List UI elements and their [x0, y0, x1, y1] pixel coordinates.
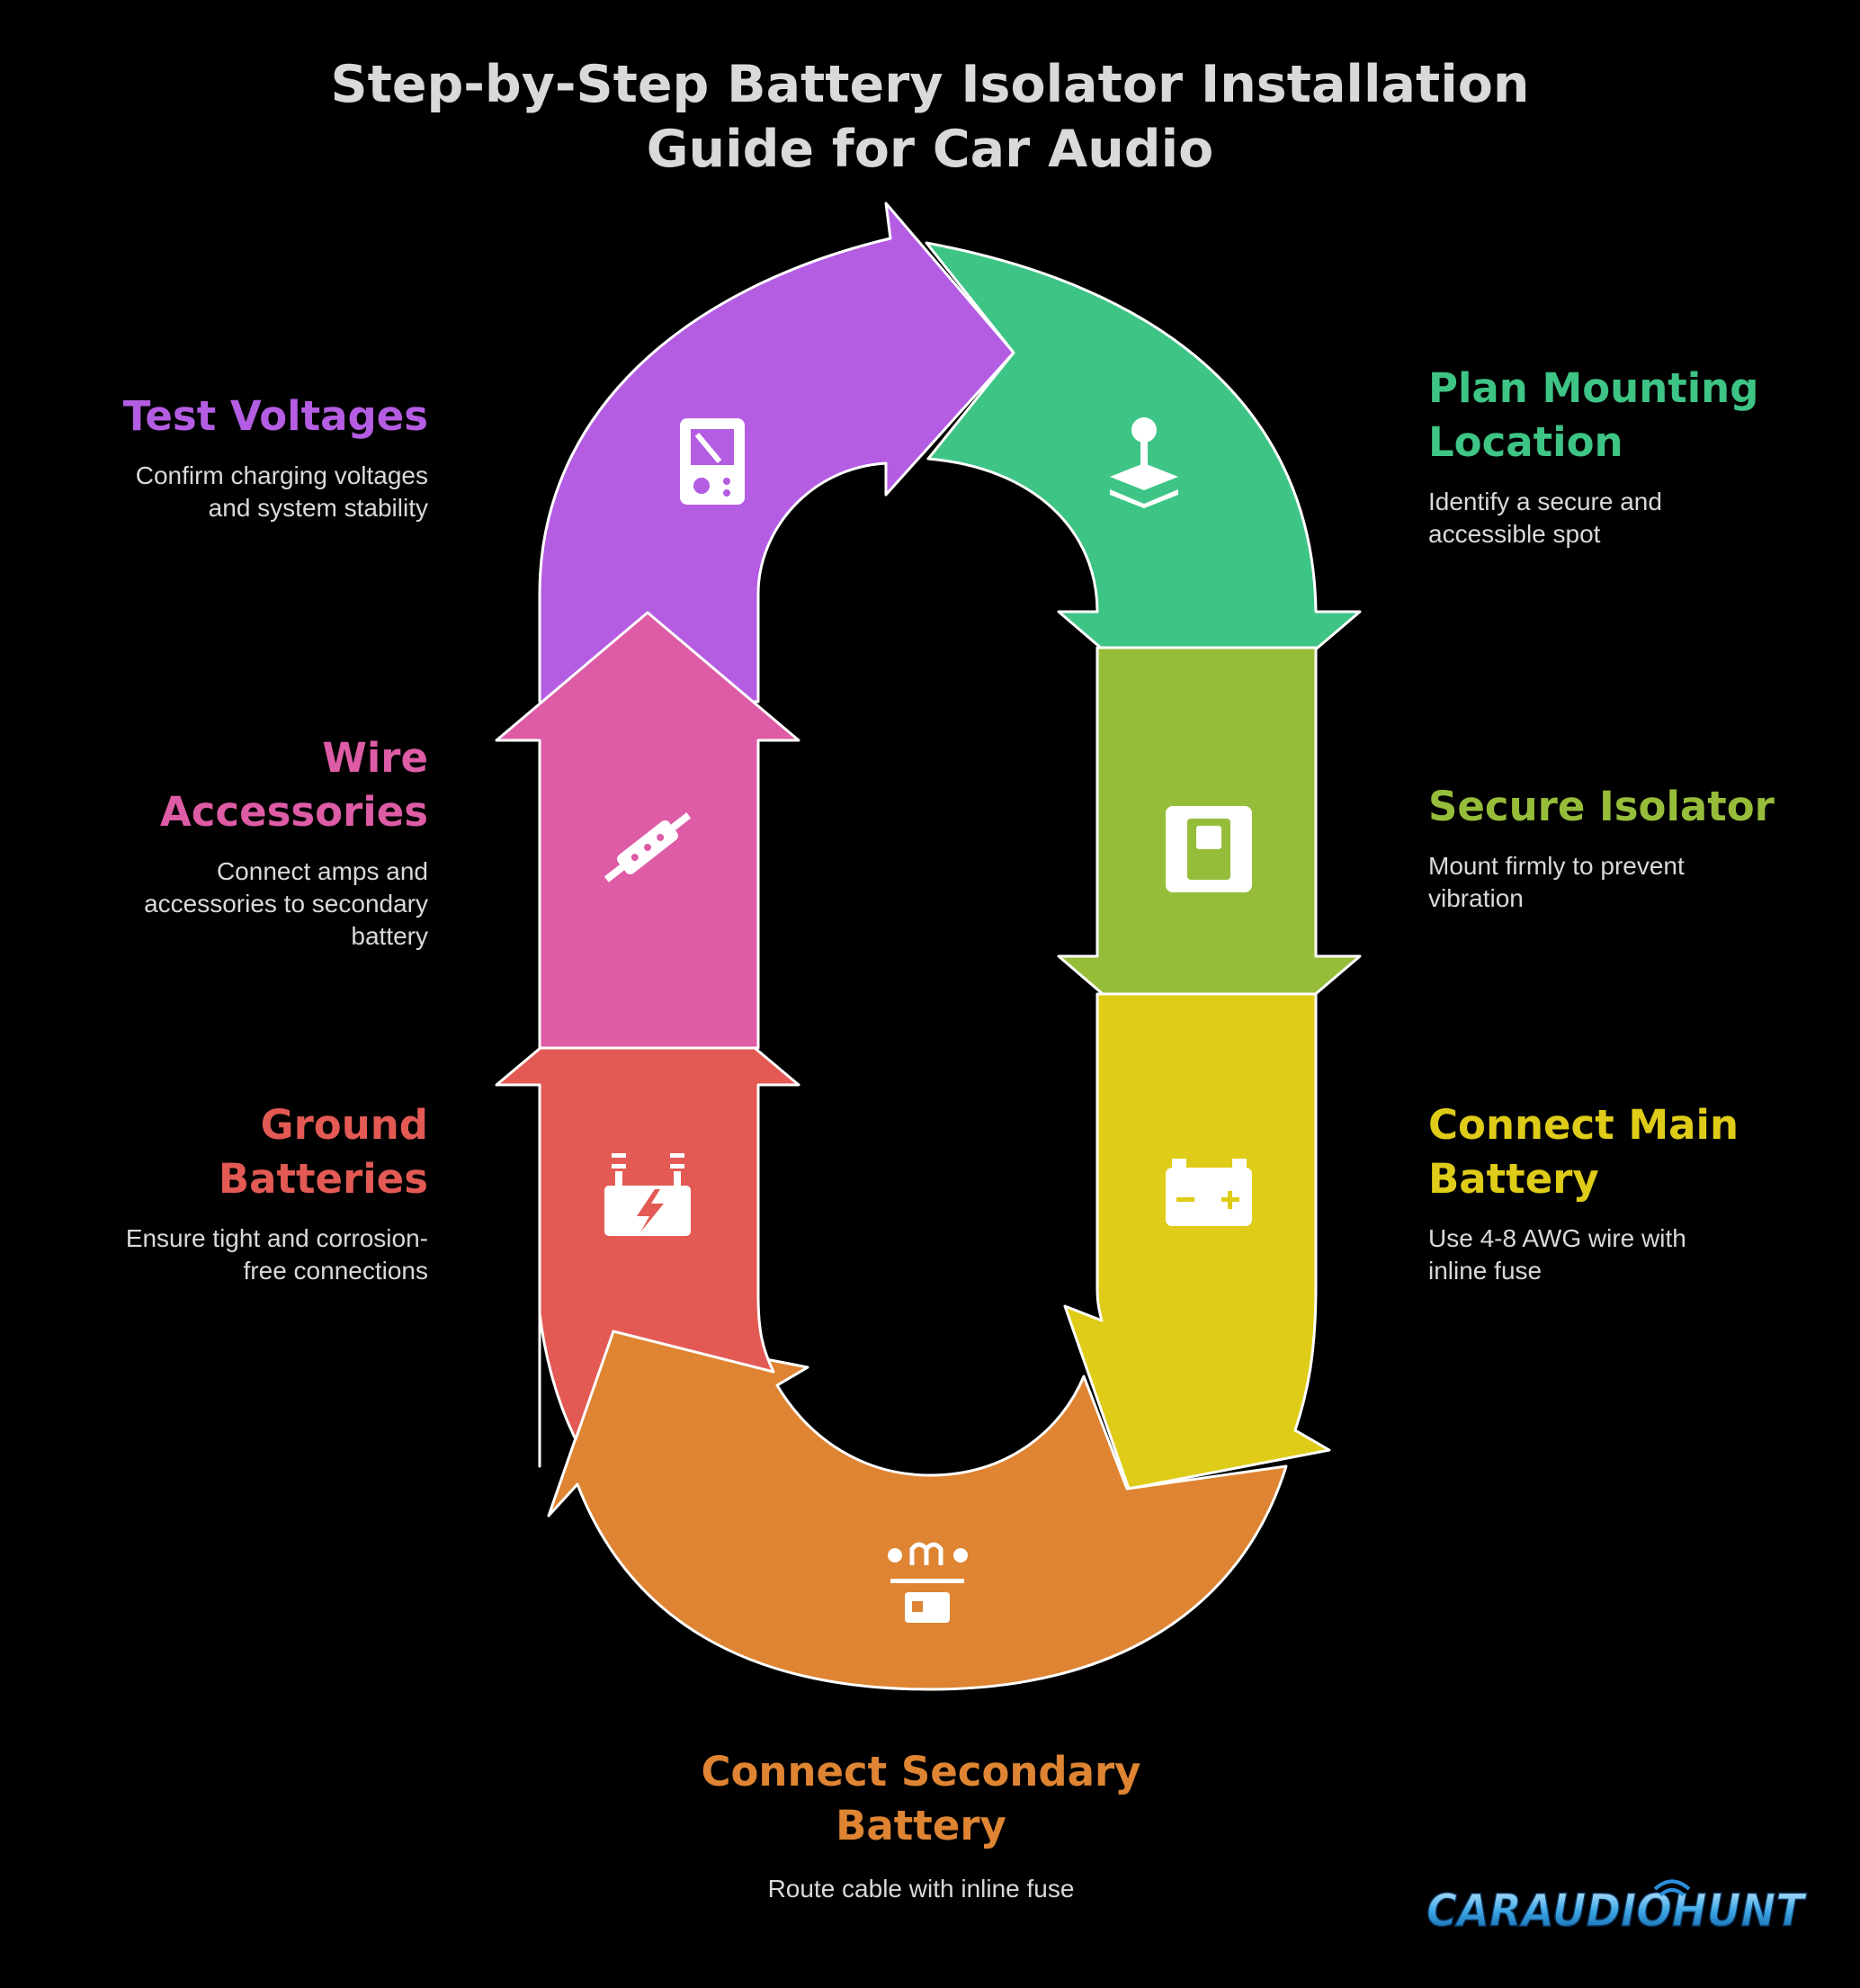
step-desc-line-2: free connections: [243, 1257, 428, 1285]
step-desc-line-1: Mount firmly to prevent: [1428, 852, 1685, 880]
step-description: Ensure tight and corrosion- free connect…: [54, 1222, 428, 1287]
step-title-line-2: Battery: [836, 1802, 1006, 1849]
step-description: Route cable with inline fuse: [767, 1875, 1075, 1903]
step-title-line-2: Location: [1428, 418, 1623, 466]
step-title-line-2: Battery: [1428, 1155, 1599, 1203]
arrow-connect-main: [1063, 992, 1331, 1491]
step-description: Connect amps and accessories to secondar…: [54, 855, 428, 953]
step-title-line-1: Plan Mounting: [1428, 364, 1759, 412]
step-desc-line-2: accessible spot: [1428, 520, 1601, 548]
step-title: Wire Accessories: [54, 731, 428, 839]
car-battery-icon: [1166, 1159, 1252, 1226]
step-desc-line-1: Use 4-8 AWG wire with: [1428, 1224, 1686, 1252]
battery-fuse-icon: [888, 1542, 968, 1623]
logo-text: CARAUDIOHUNT: [1426, 1885, 1808, 1937]
step-title: Secure Isolator: [1428, 783, 1775, 830]
step-desc-line-1: Connect amps and: [216, 857, 428, 885]
step-plan-mounting: Plan Mounting Location Identify a secure…: [1428, 362, 1806, 551]
step-ground-batteries: Ground Batteries Ensure tight and corros…: [54, 1098, 428, 1287]
step-connect-secondary-battery: Connect Secondary Battery Route cable wi…: [633, 1745, 1209, 1905]
step-title-line-1: Connect Main: [1428, 1101, 1739, 1149]
page-title: Step-by-Step Battery Isolator Installati…: [0, 52, 1860, 182]
step-description: Mount firmly to prevent vibration: [1428, 850, 1842, 915]
title-line-1: Step-by-Step Battery Isolator Installati…: [330, 55, 1530, 114]
arrow-test-voltages: [538, 201, 1015, 703]
wifi-signal-icon: [1653, 1879, 1691, 1897]
step-description: Identify a secure and accessible spot: [1428, 486, 1806, 551]
battery-lightning-icon: [604, 1153, 691, 1236]
step-title-line-2: Batteries: [218, 1155, 428, 1203]
step-title: Connect Main Battery: [1428, 1098, 1806, 1206]
arrow-plan-mounting: [925, 241, 1362, 742]
step-desc-line-2: vibration: [1428, 884, 1524, 912]
step-connect-main-battery: Connect Main Battery Use 4-8 AWG wire wi…: [1428, 1098, 1806, 1287]
arrow-wire-accessories: [495, 611, 800, 1050]
step-wire-accessories: Wire Accessories Connect amps and access…: [54, 731, 428, 953]
multimeter-icon: [680, 418, 745, 505]
step-secure-isolator: Secure Isolator Mount firmly to prevent …: [1428, 780, 1842, 915]
switch-icon: [1166, 806, 1252, 892]
step-title: Ground Batteries: [54, 1098, 428, 1206]
step-title-line-1: Connect Secondary: [701, 1748, 1141, 1795]
arrow-connect-secondary: [547, 1328, 1288, 1691]
wire-strip-icon: [604, 812, 692, 882]
step-title-line-1: Ground: [260, 1101, 428, 1149]
step-description: Use 4-8 AWG wire with inline fuse: [1428, 1222, 1806, 1287]
joystick-icon: [1110, 417, 1178, 508]
step-title: Plan Mounting Location: [1428, 362, 1806, 470]
step-desc-line-2: accessories to secondary: [144, 890, 428, 918]
step-desc-line-1: Confirm charging voltages: [135, 461, 428, 489]
step-title: Connect Secondary Battery: [633, 1745, 1209, 1853]
step-title: Test Voltages: [122, 392, 428, 440]
step-desc-line-1: Identify a secure and: [1428, 488, 1662, 515]
step-title-line-1: Wire: [322, 734, 428, 782]
step-desc-line-1: Ensure tight and corrosion-: [125, 1224, 428, 1252]
step-test-voltages: Test Voltages Confirm charging voltages …: [54, 390, 428, 524]
step-desc-line-3: battery: [351, 922, 428, 950]
title-line-2: Guide for Car Audio: [646, 120, 1214, 179]
step-description: Confirm charging voltages and system sta…: [54, 460, 428, 524]
step-desc-line-2: inline fuse: [1428, 1257, 1543, 1285]
step-desc-line-2: and system stability: [208, 494, 428, 522]
step-title-line-2: Accessories: [159, 788, 428, 836]
caraudiohunt-logo: CARAUDIOHUNT: [1426, 1879, 1808, 1938]
